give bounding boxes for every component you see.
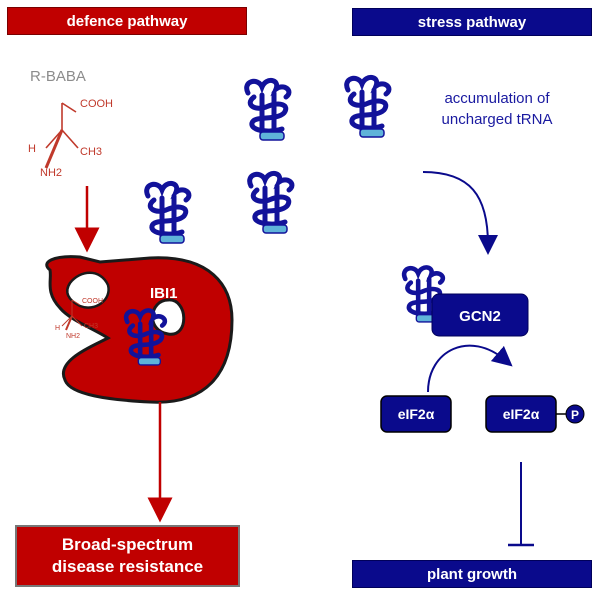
- nh2-label: NH2: [40, 167, 62, 179]
- resistance-line-1: Broad-spectrum: [61, 535, 194, 554]
- stress-pathway-banner: stress pathway: [352, 8, 592, 36]
- h-label: H: [28, 143, 36, 155]
- trna-icon-4: [250, 173, 292, 233]
- gcn2-label: GCN2: [459, 308, 501, 325]
- ch3-label: CH3: [80, 146, 102, 158]
- bound-ch3-label: CH3: [84, 323, 98, 330]
- eif2a-phospho-label: eIF2α: [503, 406, 540, 422]
- bound-h-label: H: [55, 325, 60, 332]
- trna-icon-1: [247, 80, 289, 140]
- eif2a-box: [380, 395, 452, 433]
- trna-icon-2: [347, 77, 389, 137]
- trna-icon-3: [147, 183, 189, 243]
- resistance-line-2: disease resistance: [51, 557, 204, 576]
- phosphate-circle: [565, 404, 585, 424]
- defence-pathway-banner: defence pathway: [7, 7, 247, 35]
- r-baba-molecule: [44, 102, 79, 169]
- disease-resistance-box: Broad-spectrum disease resistance: [15, 525, 240, 587]
- bound-cooh-label: COOH: [82, 298, 103, 305]
- cooh-label: COOH: [80, 98, 113, 110]
- gcn2-box: [431, 293, 529, 337]
- accumulation-line-2: uncharged tRNA: [441, 111, 553, 128]
- bound-baba-molecule: [61, 299, 83, 331]
- phosphate-label: P: [571, 408, 579, 422]
- eif2a-label: eIF2α: [398, 406, 435, 422]
- accumulation-line-1: accumulation of: [444, 90, 550, 107]
- stress-arrow-1: [422, 171, 498, 255]
- accumulation-label: accumulation of uncharged tRNA: [412, 88, 582, 130]
- phosphorylation-arrow: [427, 344, 513, 393]
- plant-growth-banner: plant growth: [352, 560, 592, 588]
- ibi1-label: IBI1: [150, 285, 178, 302]
- r-baba-label: R-BABA: [30, 68, 86, 85]
- bound-nh2-label: NH2: [66, 333, 80, 340]
